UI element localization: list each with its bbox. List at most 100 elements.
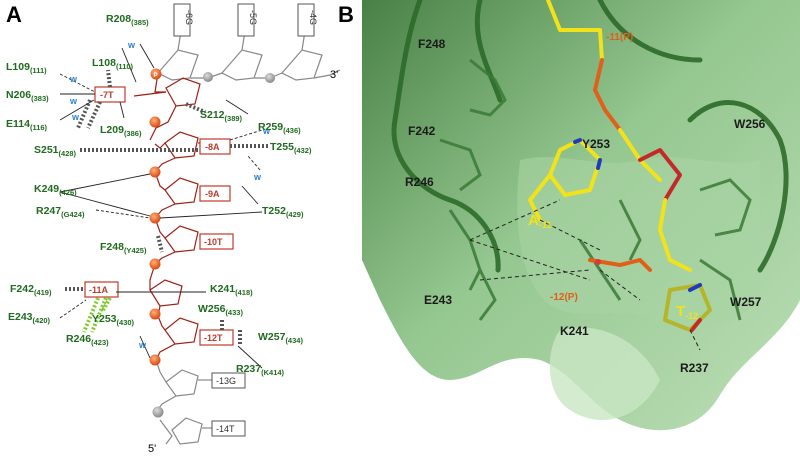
panel-a-letter: A bbox=[6, 2, 22, 27]
glyco-bond-7t bbox=[133, 91, 167, 97]
residue-y253: Y253(430) bbox=[92, 313, 135, 327]
sugar-ring-4g bbox=[281, 49, 323, 81]
dna-atoms bbox=[573, 138, 702, 332]
sc-f242 bbox=[439, 138, 482, 192]
nuc-label-12t: -12T bbox=[204, 333, 223, 343]
nuc-box-11a bbox=[84, 281, 119, 298]
ribbon-2 bbox=[474, 0, 503, 103]
base-label-4g: -4G bbox=[308, 10, 318, 25]
residue-f248: F248(Y425) bbox=[100, 241, 147, 255]
stack-s251-b bbox=[86, 101, 102, 129]
water-1: w bbox=[127, 40, 136, 50]
residue-n206: N206(383) bbox=[6, 89, 49, 103]
contact-r246-p bbox=[139, 335, 151, 359]
sugar-ring-6g bbox=[157, 49, 199, 81]
hbond-y253 bbox=[100, 297, 112, 313]
sc-e243 bbox=[478, 269, 497, 321]
label-e243: E243 bbox=[424, 293, 452, 307]
stack-f248 bbox=[156, 235, 164, 253]
base-label-14t: -14T bbox=[216, 424, 235, 434]
base-box-13g bbox=[211, 372, 246, 389]
base-box-14t bbox=[211, 420, 246, 437]
waters: w w w w w w w bbox=[69, 40, 271, 350]
dash-t252-w bbox=[247, 155, 261, 171]
dna-phosphate-top bbox=[593, 58, 622, 132]
residue-w256: W256(433) bbox=[198, 303, 243, 317]
base-label-13g: -13G bbox=[216, 376, 236, 386]
hbond-dashes bbox=[469, 199, 701, 351]
sc-r246 bbox=[448, 209, 482, 291]
residue-r237: R237(K414) bbox=[236, 363, 285, 377]
residue-s212: S212(389) bbox=[200, 109, 243, 123]
residue-l109: L109(111) bbox=[6, 61, 47, 75]
sugar-ring-5g bbox=[221, 49, 263, 81]
ribbon-4 bbox=[597, 0, 703, 63]
stacking-bonds bbox=[65, 69, 268, 346]
nuc-box-12t bbox=[199, 329, 234, 346]
dash-r247 bbox=[95, 209, 151, 219]
sugar-ring-11a bbox=[149, 279, 183, 307]
residue-r208: R208(385) bbox=[106, 13, 149, 27]
panel-b: B bbox=[338, 0, 800, 457]
residue-r259: R259(436) bbox=[258, 121, 301, 135]
phosphate-glyph: P bbox=[154, 73, 158, 79]
panel-b-labels: F248 F242 R246 E243 K241 Y253 W256 W257 … bbox=[405, 32, 766, 375]
label-w257: W257 bbox=[730, 295, 762, 309]
nuc-label-9a: -9A bbox=[205, 189, 220, 199]
phosphate-6 bbox=[149, 308, 161, 320]
label-y253: Y253 bbox=[582, 137, 610, 151]
bb-seg-2 bbox=[149, 105, 177, 141]
contact-e114 bbox=[59, 99, 95, 121]
contact-r237 bbox=[237, 345, 263, 369]
residue-r247: R247(G424) bbox=[36, 205, 85, 219]
hb-5 bbox=[599, 269, 641, 301]
label-a-base: A-11 bbox=[528, 212, 551, 230]
nuc-label-8a: -8A bbox=[205, 142, 220, 152]
base-label-5g: -5G bbox=[248, 10, 258, 25]
sugar-ring-7t bbox=[165, 77, 201, 107]
phosphate-5 bbox=[149, 258, 161, 270]
base-label-6g: -6G bbox=[184, 10, 194, 25]
stack-l108 bbox=[106, 69, 112, 88]
label-r237: R237 bbox=[680, 361, 709, 375]
sugar-ring-10t bbox=[164, 225, 199, 253]
contact-w-r208 bbox=[121, 47, 137, 83]
water-2: w bbox=[69, 74, 78, 84]
residue-t252: T252(429) bbox=[262, 205, 304, 219]
phosphate-3 bbox=[149, 166, 161, 178]
nuc-box-9a bbox=[199, 185, 231, 202]
base-box-4g bbox=[297, 3, 315, 37]
residue-l209: L209(386) bbox=[100, 124, 142, 138]
residue-t255: T255(432) bbox=[270, 141, 312, 155]
residue-l108: L108(110) bbox=[92, 57, 134, 71]
hb-3 bbox=[479, 269, 591, 281]
water-3: w bbox=[69, 96, 78, 106]
bb-join-11a bbox=[149, 263, 156, 290]
contact-w-t252 bbox=[241, 185, 259, 205]
dash-r259 bbox=[229, 129, 263, 141]
ribbon-1 bbox=[391, 0, 501, 273]
label-f248: F248 bbox=[418, 37, 446, 51]
sugar-ring-9a bbox=[164, 177, 199, 205]
water-6: w bbox=[253, 172, 262, 182]
ribbon-3 bbox=[687, 100, 789, 273]
residue-e243: E243(420) bbox=[8, 311, 51, 325]
residue-f242: F242(419) bbox=[10, 283, 52, 297]
nucleotide-boxes: -7T -8A -9A -10T -11A -12T -13G -14T bbox=[84, 86, 246, 437]
bb-join-12t bbox=[157, 315, 166, 331]
base-box-5g bbox=[237, 3, 255, 37]
contact-t255-down bbox=[225, 99, 249, 115]
dash-l109 bbox=[59, 73, 96, 93]
label-t-base: T-12 bbox=[676, 303, 698, 321]
dna-phosphate-bottom bbox=[588, 258, 652, 272]
label-phosphate-top: -11(P) bbox=[606, 32, 633, 43]
label-k241: K241 bbox=[560, 324, 589, 338]
phosphate-gray-1 bbox=[203, 72, 213, 82]
base-ring-a2 bbox=[528, 173, 552, 222]
panel-b-letter: B bbox=[338, 2, 354, 27]
sc-w257 bbox=[699, 258, 742, 321]
residue-k249: K249(426) bbox=[34, 183, 77, 197]
residue-labels: R208(385) L108(110) L109(111) N206(383) … bbox=[6, 13, 312, 377]
phosphate-1 bbox=[150, 68, 162, 80]
